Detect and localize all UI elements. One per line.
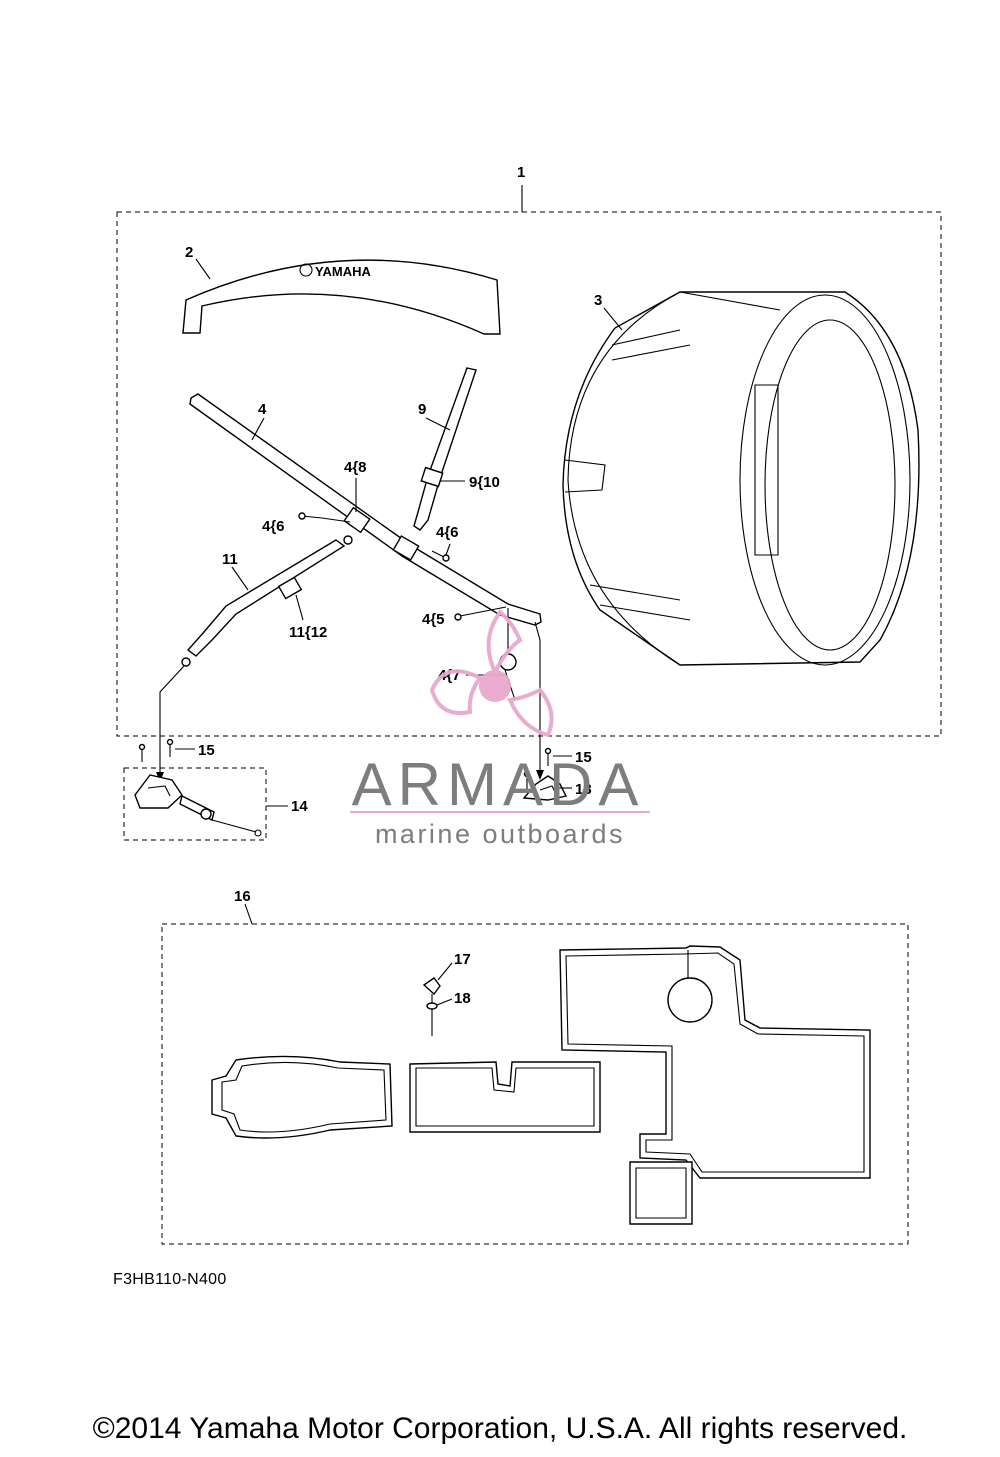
pin-4-5 bbox=[454, 606, 507, 621]
part-17-fastener bbox=[422, 977, 441, 1036]
callout-2: 2 bbox=[185, 244, 193, 261]
part-2-bar: YAMAHA bbox=[182, 259, 501, 335]
callout-4: 4 bbox=[258, 401, 267, 418]
part-4-bar bbox=[189, 393, 542, 626]
callout-15-left: 15 bbox=[198, 742, 215, 759]
screw-4-6-left bbox=[298, 512, 323, 520]
armada-propeller-logo bbox=[429, 609, 554, 738]
group-1-boundary bbox=[116, 211, 942, 737]
mat-piece-small bbox=[629, 1161, 693, 1225]
callout-18: 18 bbox=[454, 990, 471, 1007]
mat-piece-left bbox=[211, 1055, 393, 1139]
mat-piece-right bbox=[559, 945, 871, 1179]
screw-15-left bbox=[138, 738, 174, 762]
callout-14: 14 bbox=[291, 798, 308, 815]
callout-13: 13 bbox=[575, 781, 592, 798]
drawing-code: F3HB110-N400 bbox=[113, 1271, 227, 1288]
screw-15-right bbox=[523, 747, 552, 789]
callout-11: 11 bbox=[222, 551, 238, 568]
copyright-notice: ©2014 Yamaha Motor Corporation, U.S.A. A… bbox=[92, 1412, 908, 1445]
callout-9-10: 9{10 bbox=[469, 474, 500, 491]
watermark-tagline: marine outboards bbox=[375, 819, 625, 849]
callout-4-6-left: 4{6 bbox=[262, 518, 285, 535]
part-11-strut bbox=[181, 535, 353, 667]
callout-16: 16 bbox=[234, 888, 251, 905]
callout-11-12: 11{12 bbox=[289, 624, 327, 641]
watermark-brand: ARMADA bbox=[352, 751, 645, 818]
part-18-washer bbox=[426, 1002, 438, 1010]
part-14-bracket bbox=[134, 774, 262, 837]
callout-4-6-right: 4{6 bbox=[436, 524, 459, 541]
callout-15-right: 15 bbox=[575, 749, 592, 766]
callout-1: 1 bbox=[517, 164, 525, 181]
group-16-boundary bbox=[161, 923, 909, 1245]
part-13-cleat bbox=[522, 775, 568, 801]
callout-3: 3 bbox=[594, 292, 602, 309]
callout-4-8: 4{8 bbox=[344, 459, 367, 476]
mat-piece-center bbox=[409, 1061, 601, 1133]
callout-9: 9 bbox=[418, 401, 426, 418]
part-9-stick bbox=[413, 367, 477, 531]
part-2-brand-text: YAMAHA bbox=[315, 264, 371, 279]
callout-17: 17 bbox=[454, 951, 471, 968]
group-14-boundary bbox=[123, 767, 267, 841]
callout-4-5: 4{5 bbox=[422, 611, 445, 628]
part-3-cover bbox=[562, 291, 920, 666]
